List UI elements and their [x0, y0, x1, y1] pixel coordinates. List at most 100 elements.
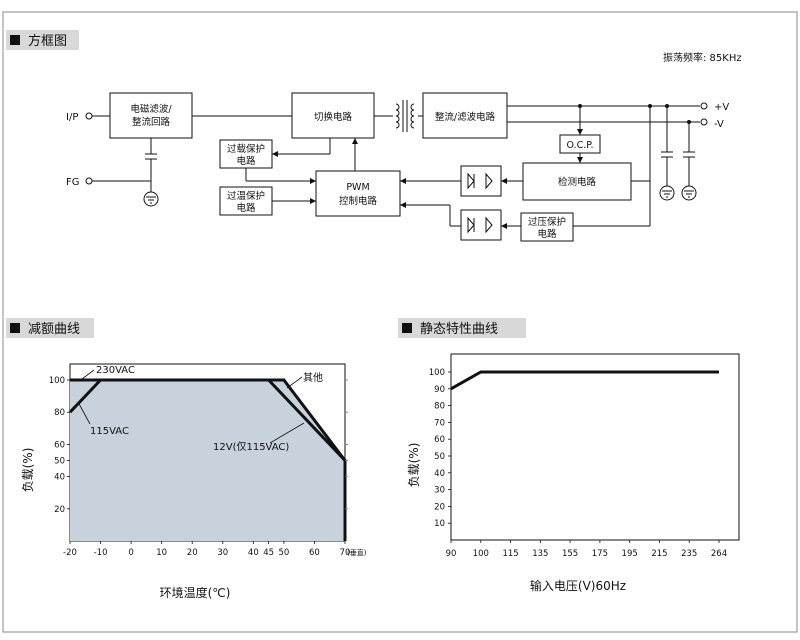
derating-xunit: (垂直) [347, 548, 367, 557]
derating-x-tick-label: -20 [63, 548, 77, 558]
ocp-text: O.C.P. [566, 140, 593, 151]
derating-x-tick-label: 20 [187, 548, 198, 558]
derating-xlabel: 环境温度(℃) [160, 585, 231, 600]
static-x-tick-label: 155 [562, 549, 578, 559]
transformer-secondary-icon [410, 103, 415, 129]
static-x-tick-label: 100 [473, 549, 489, 559]
derating-x-tick-label: 40 [248, 548, 259, 558]
derating-chart: -20 -10 0 10 20 30 40 45 50 60 70 20 40 50 60 80 100 [49, 363, 351, 558]
static-plot-frame [450, 353, 740, 541]
ground-icon-1 [659, 185, 675, 201]
detection-text: 检测电路 [558, 176, 597, 188]
static-y-tick-label: 100 [429, 368, 445, 378]
section-title-block: 方框图 [28, 33, 67, 49]
static-x-tick-label: 235 [681, 549, 697, 559]
derating-x-tick-label: 45 [263, 548, 274, 558]
derating-y-tick-label: 60 [54, 440, 65, 450]
static-y-tick-label: 10 [434, 519, 445, 529]
derating-area-fill [70, 380, 345, 541]
derating-series-line-1 [68, 378, 347, 541]
static-x-tick-label: 195 [622, 549, 638, 559]
transformer-primary-icon [395, 103, 400, 129]
overvoltage-protect-block [520, 212, 574, 242]
optocoupler-2-icon [460, 209, 502, 241]
derating-y-tick-label: 20 [54, 505, 65, 515]
section-marker-icon [10, 35, 20, 45]
derating-y-tick-label: 80 [54, 408, 65, 418]
annotation-12v: 12V(仅115VAC) [213, 441, 289, 453]
page-frame [2, 11, 798, 633]
block-diagram: 方框图 振荡频率: 85KHz [6, 30, 742, 242]
vminus-terminal-icon [700, 118, 708, 126]
label-vminus: -V [714, 119, 724, 130]
static-y-tick-label: 70 [434, 418, 445, 428]
annotation-230vac: 230VAC [96, 365, 135, 376]
static-x-tick-label: 90 [446, 549, 457, 559]
static-y-tick-label: 30 [434, 486, 445, 496]
static-y-tick-label: 90 [434, 385, 445, 395]
label-vplus: +V [714, 102, 729, 113]
static-section: 静态特性曲线 90 100 115 135 155 175 195 215 235 264 10 20… [398, 318, 740, 593]
derating-y-tick-label: 50 [54, 457, 65, 467]
overload-text-2: 电路 [236, 155, 256, 167]
section-header-bg [6, 30, 79, 50]
derating-ylabel: 负载(%) [21, 448, 35, 493]
section-marker-icon [402, 323, 412, 333]
static-x-tick-label: 115 [502, 549, 518, 559]
optocoupler-1-icon [460, 165, 502, 197]
static-x-tick-label: 135 [532, 549, 548, 559]
input-terminal-icon [85, 112, 93, 120]
derating-x-tick-label: 10 [156, 548, 167, 558]
section-header-bg [398, 318, 526, 338]
label-fg: FG [66, 177, 80, 188]
overload-text-1: 过载保护 [227, 143, 265, 155]
rectifier-text: 整流/滤波电路 [435, 111, 496, 123]
derating-x-tick-label: 0 [128, 548, 133, 558]
pwm-text-2: 控制电路 [339, 195, 378, 207]
derating-y-tick-label: 100 [49, 376, 65, 386]
derating-x-tick-label: 60 [309, 548, 320, 558]
ground-icon-2 [681, 185, 697, 201]
static-series-line [450, 370, 719, 391]
derating-x-tick-label: 50 [278, 548, 289, 558]
derating-x-tick-label: -10 [94, 548, 108, 558]
derating-x-tick-label: 30 [217, 548, 228, 558]
emi-filter-block [109, 92, 193, 139]
oscillation-frequency: 振荡频率: 85KHz [663, 51, 742, 64]
overvoltage-text-2: 电路 [537, 228, 557, 240]
derating-y-tick-label: 40 [54, 473, 65, 483]
static-x-tick-label: 264 [711, 549, 727, 559]
overtemp-text-2: 电路 [236, 202, 256, 214]
static-ylabel: 负载(%) [407, 443, 421, 488]
fg-terminal-icon [85, 177, 93, 185]
pwm-block [315, 170, 401, 217]
static-y-tick-label: 20 [434, 502, 445, 512]
emi-filter-text-1: 电磁滤波/ [130, 103, 172, 115]
static-y-tick-label: 60 [434, 435, 445, 445]
overtemp-text-1: 过温保护 [227, 190, 265, 202]
static-x-tick-label: 215 [651, 549, 667, 559]
annotation-other: 其他 [303, 371, 323, 384]
vplus-terminal-icon [700, 102, 708, 110]
emi-filter-text-2: 整流回路 [132, 116, 171, 128]
derating-x-tick-label: 70 [340, 548, 351, 558]
switching-text: 切换电路 [314, 111, 353, 123]
annotation-115vac: 115VAC [90, 426, 129, 437]
section-title-derating: 减额曲线 [28, 322, 80, 337]
derating-section: 减额曲线 -20 -10 0 10 20 30 40 45 50 60 70 20 40 50 60 80 10… [6, 318, 367, 600]
pwm-text-1: PWM [346, 182, 369, 193]
ground-icon-fg [143, 191, 159, 207]
static-y-tick-label: 80 [434, 402, 445, 412]
static-y-tick-label: 40 [434, 469, 445, 479]
static-xlabel: 输入电压(V)60Hz [530, 578, 626, 593]
static-x-tick-label: 175 [592, 549, 608, 559]
overvoltage-text-1: 过压保护 [528, 216, 566, 228]
static-chart: 90 100 115 135 155 175 195 215 235 264 10 20 30 40 50 6… [429, 353, 740, 559]
section-header-bg [6, 318, 94, 338]
section-marker-icon [10, 323, 20, 333]
section-title-static: 静态特性曲线 [420, 322, 498, 337]
label-input: I/P [66, 112, 78, 123]
static-y-tick-label: 50 [434, 452, 445, 462]
